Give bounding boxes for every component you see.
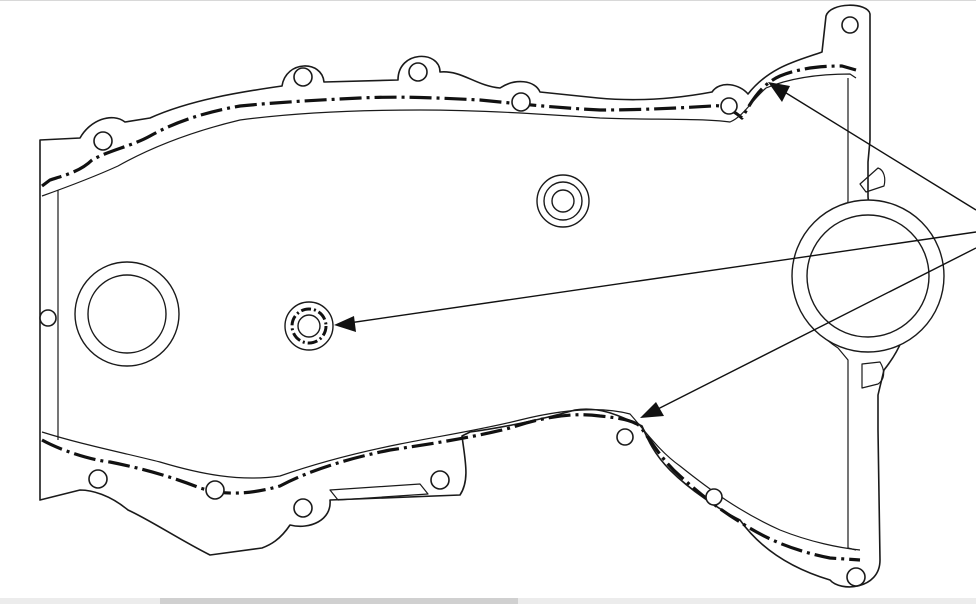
bolt-hole-14	[846, 567, 866, 587]
bolt-hole-3	[408, 62, 428, 82]
bolt-hole-6	[841, 16, 859, 34]
callout-arrow-2-head	[334, 316, 356, 332]
flange-inner-edge-bottom	[41, 409, 861, 551]
bolt-hole-1	[93, 131, 113, 151]
housing-opening	[791, 199, 945, 353]
bolt-hole-12	[616, 428, 634, 446]
callout-arrow-3-head	[640, 402, 664, 418]
sealant-bead-bottom	[41, 413, 861, 562]
bolt-hole-5	[720, 97, 738, 115]
callout-arrow-2	[341, 231, 976, 325]
top-border	[0, 0, 976, 1]
upper-triangle-cutout	[859, 167, 886, 193]
bolt-hole-2	[293, 67, 313, 87]
bolt-hole-4	[511, 92, 531, 112]
flange-outline	[39, 4, 903, 588]
large-boss-left	[74, 261, 180, 367]
bottom-scroll-thumb[interactable]	[160, 598, 518, 604]
bolt-holes	[39, 16, 866, 587]
bolt-hole-11	[430, 470, 450, 490]
lower-triangle-cutout	[861, 361, 885, 389]
lower-bracket-slot	[329, 483, 429, 501]
callout-arrow-1	[777, 87, 976, 211]
small-boss-upper	[536, 174, 590, 228]
bolt-hole-9	[205, 480, 225, 500]
small-boss-center	[284, 301, 334, 351]
bolt-hole-8	[88, 469, 108, 489]
bolt-hole-13	[705, 488, 723, 506]
flange-inner-edge-top	[41, 73, 857, 197]
bolt-hole-10	[293, 498, 313, 518]
callout-arrows	[334, 82, 976, 418]
callout-arrow-3	[647, 247, 976, 415]
callout-arrow-1-head	[768, 82, 790, 102]
bolt-hole-7	[39, 309, 57, 327]
sealant-bead-top	[41, 64, 857, 188]
